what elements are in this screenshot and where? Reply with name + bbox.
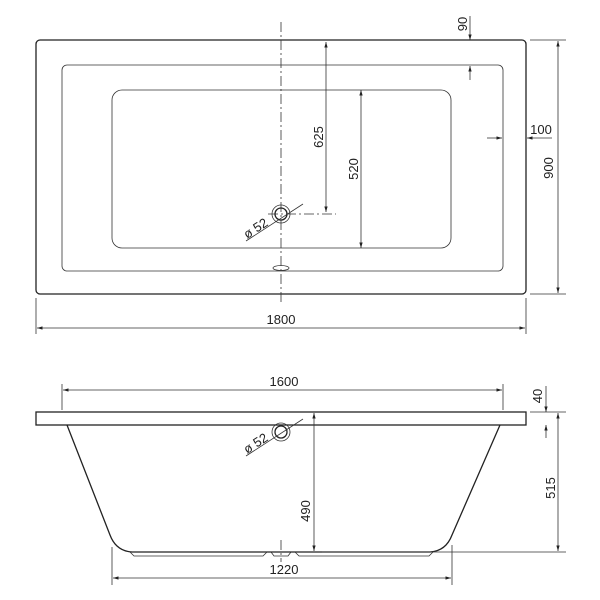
- dim-490-label: 490: [298, 500, 313, 522]
- overflow-slot: [272, 265, 290, 271]
- overflow-diameter-leader: [245, 418, 304, 457]
- dim-515-label: 515: [543, 477, 558, 499]
- dim-90-label: 90: [455, 17, 470, 31]
- rim-profile: [35, 411, 527, 426]
- tub-body-profile: [66, 424, 501, 553]
- overflow-outer-icon: [271, 422, 291, 442]
- drain-outer-icon: [271, 204, 291, 224]
- tub-floor: [111, 89, 452, 249]
- drain-diameter-leader: [245, 203, 304, 242]
- overflow-inner-icon: [274, 425, 288, 439]
- drain-diameter-label: ø 52: [241, 215, 271, 242]
- dim-900-label: 900: [541, 157, 556, 179]
- dim-1800-label: 1800: [267, 312, 296, 327]
- overflow-diameter-label: ø 52: [241, 430, 271, 457]
- inner-rim: [61, 64, 504, 272]
- tub-feet: [129, 551, 434, 557]
- dim-520-label: 520: [346, 158, 361, 180]
- dim-1220-label: 1220: [270, 562, 299, 577]
- dim-40-label: 40: [530, 389, 545, 403]
- dim-100-label: 100: [530, 122, 552, 137]
- dim-625-label: 625: [311, 126, 326, 148]
- side-view: ø 52 1600 490 515 40 1220: [35, 374, 566, 585]
- top-view: 625 520 900 1800 90 100 ø 52: [35, 16, 566, 334]
- dim-1600-label: 1600: [270, 374, 299, 389]
